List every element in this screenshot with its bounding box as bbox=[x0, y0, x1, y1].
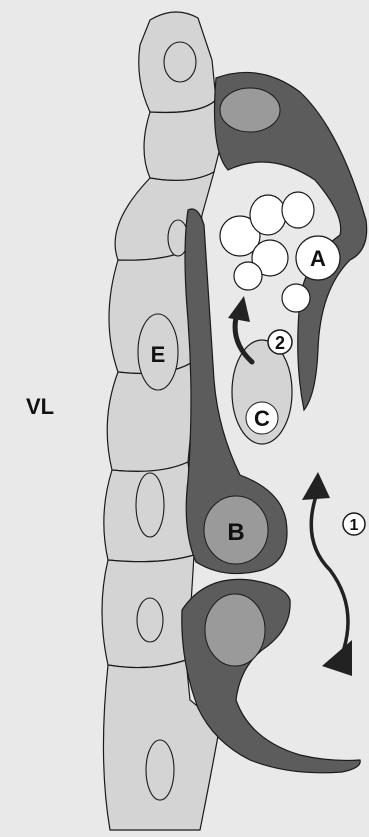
label-a: A bbox=[310, 246, 326, 271]
label-b: B bbox=[227, 519, 244, 546]
nucleus-5 bbox=[137, 598, 163, 642]
cell-top-2 bbox=[144, 100, 222, 180]
dark-cell-bottom-nucleus bbox=[205, 594, 265, 666]
arrow-1-shaft bbox=[311, 490, 348, 660]
label-c: C bbox=[254, 406, 270, 431]
step-2-label: 2 bbox=[275, 333, 285, 353]
step-1-label: 1 bbox=[350, 517, 359, 534]
arrow-1-head-top-icon bbox=[302, 472, 330, 500]
cluster-cell-2 bbox=[250, 195, 286, 235]
nucleus-4 bbox=[136, 473, 164, 537]
arrow-1 bbox=[302, 472, 352, 676]
arrow-1-head-bottom-icon bbox=[322, 640, 352, 676]
nucleus-6 bbox=[146, 740, 174, 800]
arrow-2-head-icon bbox=[228, 296, 250, 322]
cluster-cell-3 bbox=[282, 192, 314, 228]
nucleus-1 bbox=[164, 42, 196, 82]
label-vl: VL bbox=[26, 394, 54, 419]
cluster-cell-6 bbox=[234, 262, 262, 290]
label-e: E bbox=[151, 342, 166, 367]
cluster-cell-5 bbox=[282, 284, 310, 312]
dark-cell-a-nucleus bbox=[220, 88, 280, 132]
